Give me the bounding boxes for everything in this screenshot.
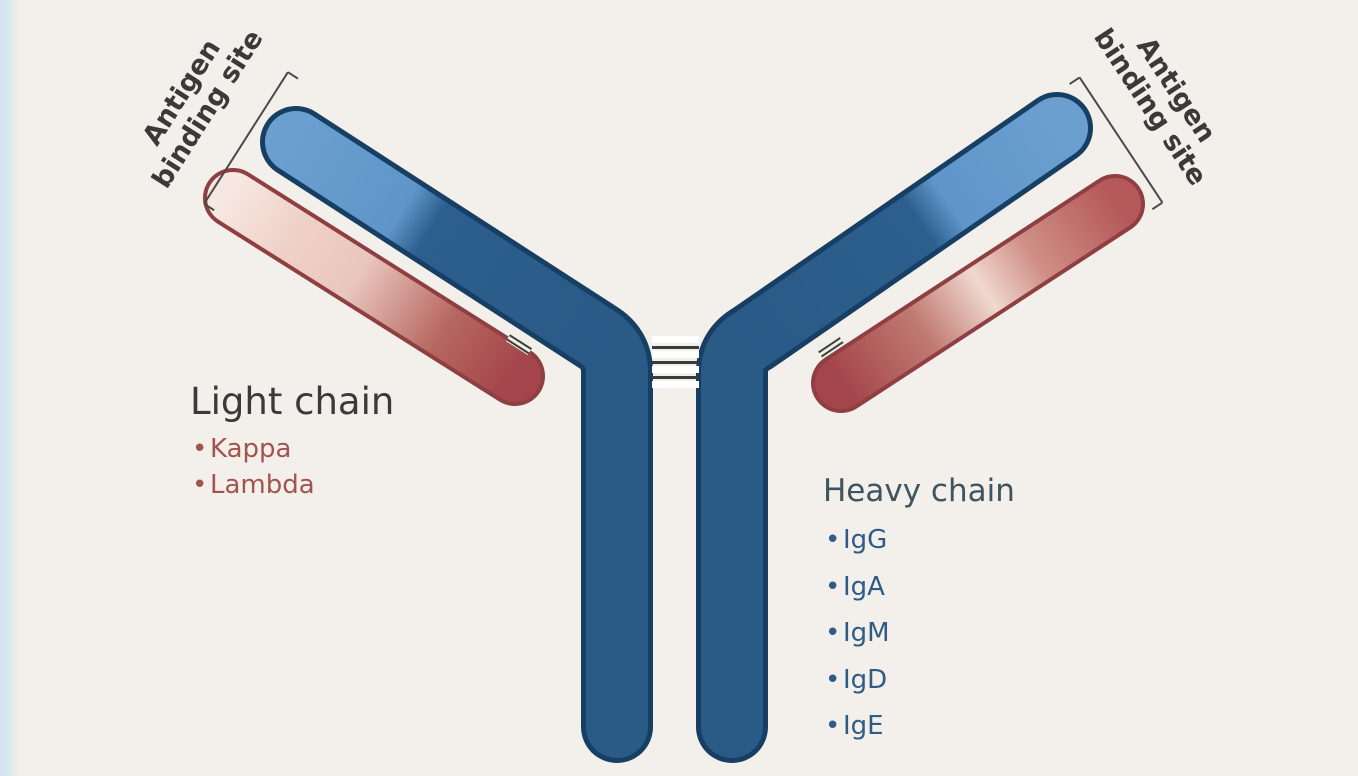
heavy-chain-type-igd: IgD (825, 657, 890, 704)
light-chain-title: Light chain (190, 381, 394, 423)
light-chain-type-kappa: Kappa (192, 431, 315, 467)
heavy-chain-title: Heavy chain (823, 470, 1015, 512)
heavy-chain-type-iga: IgA (825, 564, 890, 611)
heavy-chain-type-ige: IgE (825, 703, 890, 750)
heavy-chain-types: IgG IgA IgM IgD IgE (825, 517, 890, 750)
light-chain-types: Kappa Lambda (192, 431, 315, 503)
light-chain-type-lambda: Lambda (192, 467, 315, 503)
hinge-disulfide-bonds (652, 336, 699, 388)
heavy-chain-type-igg: IgG (825, 517, 890, 564)
right-binding-site-label: Antigen binding site (1087, 6, 1239, 191)
left-binding-site-label: Antigen binding site (120, 8, 269, 194)
right-heavy-chain (732, 128, 1057, 727)
left-heavy-chain (296, 142, 617, 727)
heavy-chain-type-igm: IgM (825, 610, 890, 657)
